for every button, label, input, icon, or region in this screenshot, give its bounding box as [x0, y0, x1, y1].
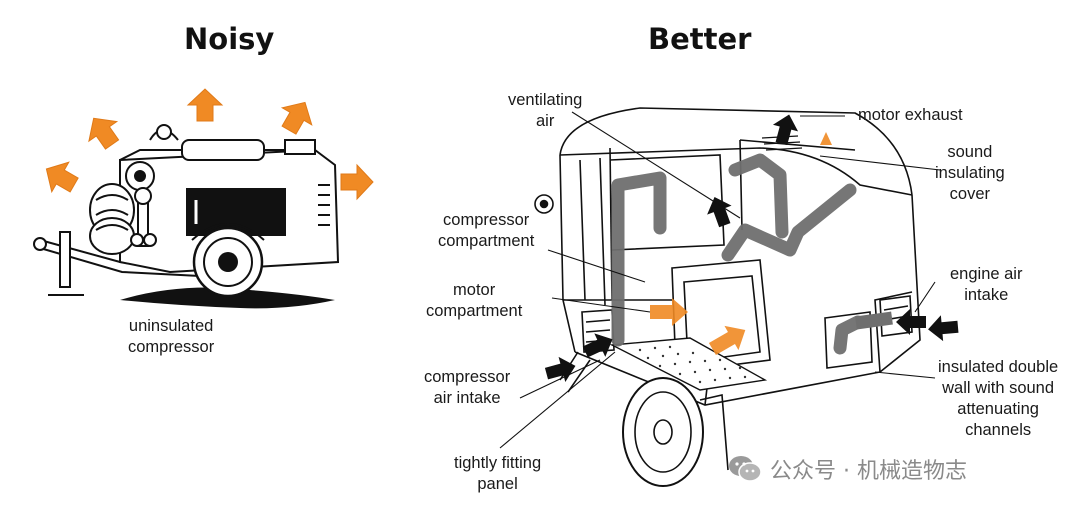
internal-arrow	[650, 298, 688, 326]
leader-lines	[499, 111, 941, 449]
engine-intake-arrow	[928, 315, 959, 342]
label-motor-compartment: motor compartment	[426, 281, 523, 320]
insulated-compressor-drawing	[534, 107, 921, 487]
label-uninsulated-compressor: uninsulated compressor	[128, 317, 215, 356]
watermark-text: 公众号 · 机械造物志	[770, 459, 967, 484]
airflow-band	[721, 183, 857, 262]
airflow-band	[611, 171, 667, 347]
exhaust-arrow	[772, 114, 799, 146]
label-tightly-fitting-panel: tightly fitting panel	[454, 454, 542, 493]
airflow-bands	[611, 153, 865, 355]
label-motor-exhaust: motor exhaust	[858, 106, 963, 124]
noise-arrow	[280, 101, 313, 135]
airflow-band	[833, 315, 865, 355]
label-sound-insulating-cover: sound insulating cover	[935, 143, 1005, 203]
noise-arrow	[340, 163, 374, 201]
label-compressor-air-intake: compressor air intake	[424, 368, 511, 407]
noisy-compressor-drawing	[33, 124, 340, 309]
noise-arrows	[45, 88, 374, 201]
intake-arrow	[582, 333, 613, 358]
internal-arrow	[820, 132, 832, 145]
label-ventilating-air: ventilating air	[508, 91, 583, 130]
label-compressor-compartment: compressor compartment	[438, 211, 535, 250]
noise-arrow	[186, 88, 224, 122]
watermark: 公众号 · 机械造物志	[728, 452, 967, 486]
airflow-arrows	[544, 114, 959, 383]
title-better: Better	[648, 22, 752, 56]
label-engine-air-intake: engine air intake	[950, 265, 1023, 304]
tightly-fitting-panel	[609, 337, 768, 391]
internal-arrow	[708, 325, 746, 356]
wechat-icon	[729, 456, 762, 482]
internal-noise-arrows	[650, 132, 832, 356]
title-noisy: Noisy	[184, 22, 275, 56]
noise-arrow	[45, 161, 79, 194]
engine-intake-arrow	[896, 309, 926, 335]
noise-arrow	[88, 117, 120, 150]
airflow-band	[728, 153, 789, 239]
vent-arrow	[707, 196, 732, 228]
label-insulated-double-wall: insulated double wall with sound attenua…	[938, 358, 1059, 439]
